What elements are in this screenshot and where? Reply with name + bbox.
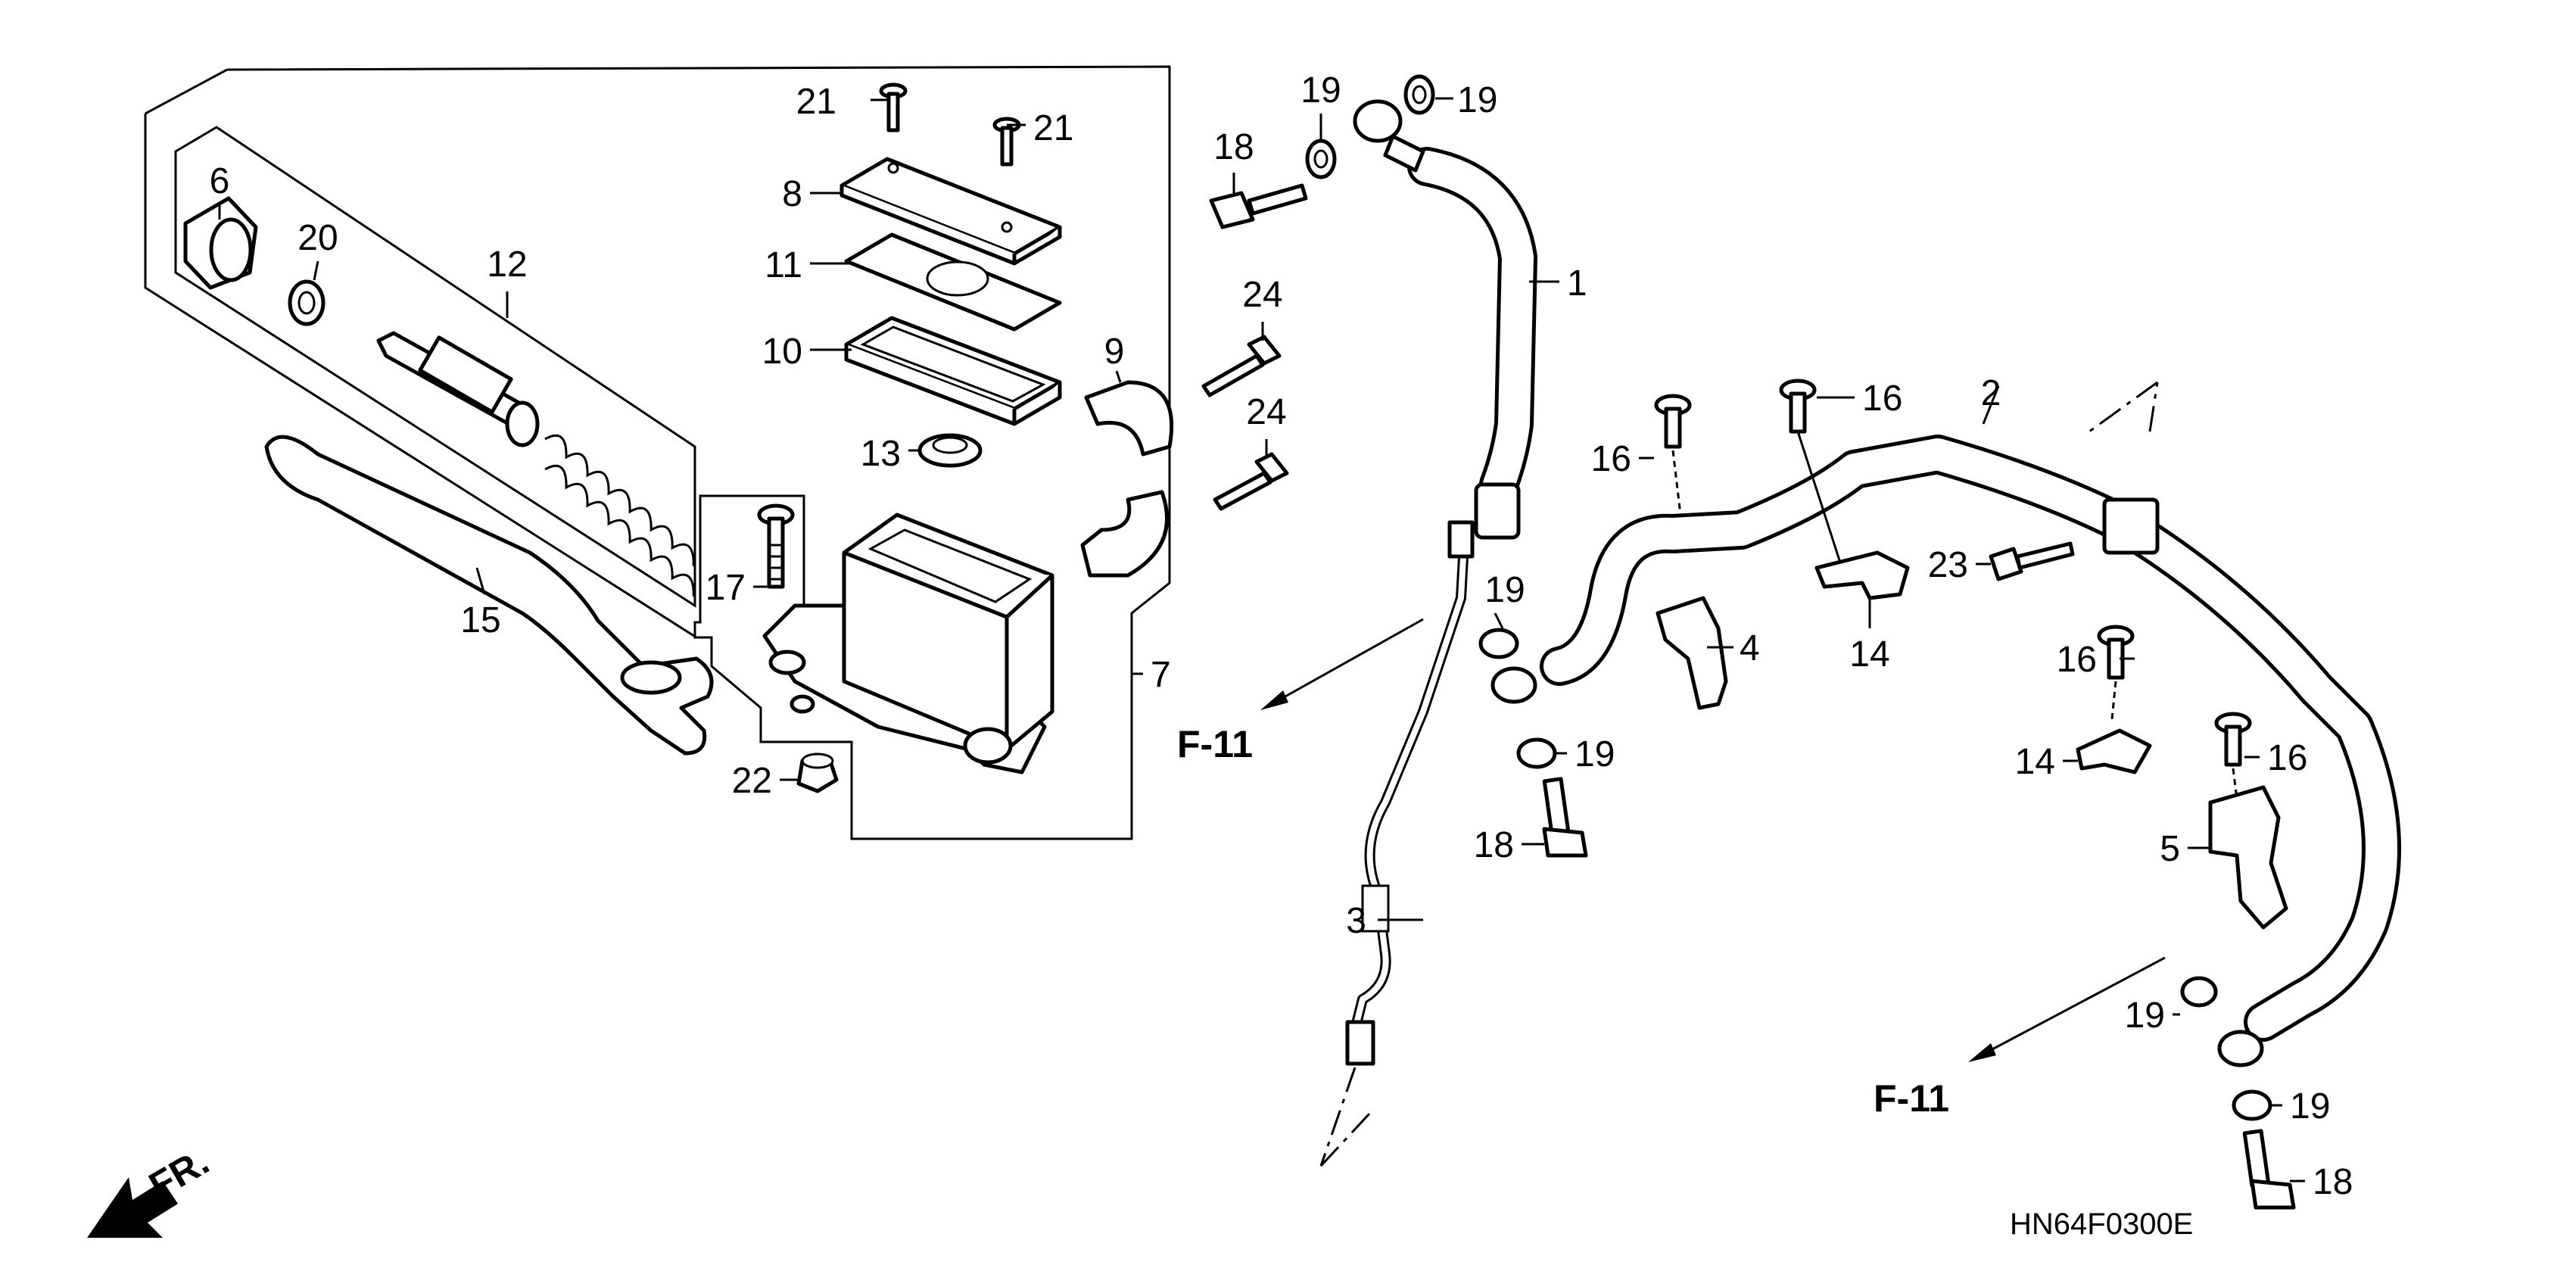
washer-part-19c <box>1478 628 1519 659</box>
clip-part-14b <box>2076 728 2152 774</box>
callout-14b: 14 <box>2015 742 2055 782</box>
hose-joint <box>2102 497 2160 555</box>
callout-12: 12 <box>487 245 527 285</box>
callout-16b: 16 <box>1591 439 1631 479</box>
bolt-part-16c <box>2097 625 2135 720</box>
brake-hose-part-1 <box>1353 99 1537 540</box>
diagram-code: HN64F0300E <box>2010 1208 2193 1241</box>
assembly-outline-7 <box>226 65 1171 840</box>
piston-kit-box <box>174 126 696 608</box>
callout-18a: 18 <box>1213 127 1254 167</box>
bolt-part-16a <box>1779 379 1841 561</box>
callout-10: 10 <box>762 332 802 372</box>
callout-16a: 16 <box>1862 379 1902 419</box>
banjo-bolt-part-18b <box>1542 777 1588 858</box>
callout-19c: 19 <box>1484 570 1525 610</box>
assembly-outline-12 <box>145 68 228 115</box>
callout-4: 4 <box>1740 628 1760 668</box>
banjo-bolt-part-18a <box>1209 183 1308 229</box>
washer-part-19f <box>2232 1089 2272 1121</box>
washer-part-19a <box>1305 139 1337 179</box>
lever-pivot <box>620 660 682 695</box>
washer-part-19e <box>2180 976 2218 1008</box>
piston <box>376 331 540 447</box>
brake-lever-part-15 <box>264 435 714 756</box>
cap-part-8 <box>839 157 1062 266</box>
callout-7: 7 <box>1151 655 1171 695</box>
callout-9: 9 <box>1104 332 1125 372</box>
reference-arrow-right <box>1968 956 2166 1062</box>
callout-24b: 24 <box>1246 392 1286 432</box>
callout-23: 23 <box>1928 545 1968 585</box>
pivot-bolt-part-17 <box>757 503 795 589</box>
callout-22: 22 <box>732 761 772 801</box>
banjo-bolt-part-18c <box>2242 1129 2296 1210</box>
callout-1: 1 <box>1567 263 1587 304</box>
callout-6: 6 <box>210 161 230 201</box>
callout-18b: 18 <box>1474 825 1514 865</box>
boot-part-6 <box>183 196 258 290</box>
callout-18c: 18 <box>2313 1162 2353 1202</box>
callout-19b: 19 <box>1457 80 1497 120</box>
callout-13: 13 <box>861 434 901 474</box>
callout-8: 8 <box>782 174 802 214</box>
plate-part-11 <box>844 232 1062 332</box>
clamp-part-4 <box>1656 596 1728 710</box>
bolt-part-24a <box>1201 335 1282 397</box>
callout-labels: 21 21 8 11 10 13 9 24 24 18 19 19 1 3 19… <box>210 70 2353 1202</box>
brake-hose-part-2 <box>1490 435 2401 1067</box>
bolt-part-24b <box>1213 452 1289 511</box>
callout-11: 11 <box>765 245 802 285</box>
hose-continuation-line <box>2089 381 2159 433</box>
spring <box>544 434 695 597</box>
front-direction-arrow: FR. <box>87 1140 216 1238</box>
bolt-part-16d <box>2214 712 2252 799</box>
piston-kit-outline <box>144 114 697 639</box>
brake-pipe-part-3 <box>1345 520 1475 1066</box>
callout-17: 17 <box>706 568 746 608</box>
callout-21b: 21 <box>1033 108 1073 148</box>
callout-16d: 16 <box>2267 738 2307 778</box>
bolt-part-16b <box>1654 394 1692 516</box>
callout-19f: 19 <box>2290 1086 2330 1127</box>
holder-part-9 <box>1080 380 1174 578</box>
callout-19e: 19 <box>2125 996 2165 1036</box>
screw-part-21a <box>879 83 908 132</box>
washer-part-19d <box>1516 737 1557 769</box>
callout-16c: 16 <box>2057 640 2097 680</box>
callout-14a: 14 <box>1849 634 1889 675</box>
pipe-continuation-line <box>1319 1067 1372 1167</box>
master-cylinder-body <box>762 513 1054 774</box>
reference-arrow-left <box>1260 618 1424 710</box>
reference-label-left: F-11 <box>1177 723 1253 765</box>
leader-lines <box>218 97 2305 1183</box>
reference-label-right: F-11 <box>1874 1077 1949 1120</box>
callout-19d: 19 <box>1575 734 1615 774</box>
callout-15: 15 <box>460 600 500 640</box>
callout-19a: 19 <box>1300 70 1341 111</box>
clamp-part-5 <box>2208 785 2288 930</box>
callout-5: 5 <box>2160 829 2180 869</box>
clip-part-14a <box>1814 550 1910 600</box>
callout-24a: 24 <box>1242 275 1282 315</box>
plate-part-13 <box>917 433 983 468</box>
nut-part-22 <box>796 753 839 793</box>
bolt-part-23 <box>1989 541 2075 581</box>
callout-20: 20 <box>297 218 338 258</box>
diaphragm-part-10 <box>844 316 1062 426</box>
callout-3: 3 <box>1346 901 1366 941</box>
callout-2: 2 <box>1981 373 2001 413</box>
ring-part-20 <box>288 279 326 326</box>
callout-21a: 21 <box>796 82 836 122</box>
washer-part-19b <box>1403 74 1435 115</box>
